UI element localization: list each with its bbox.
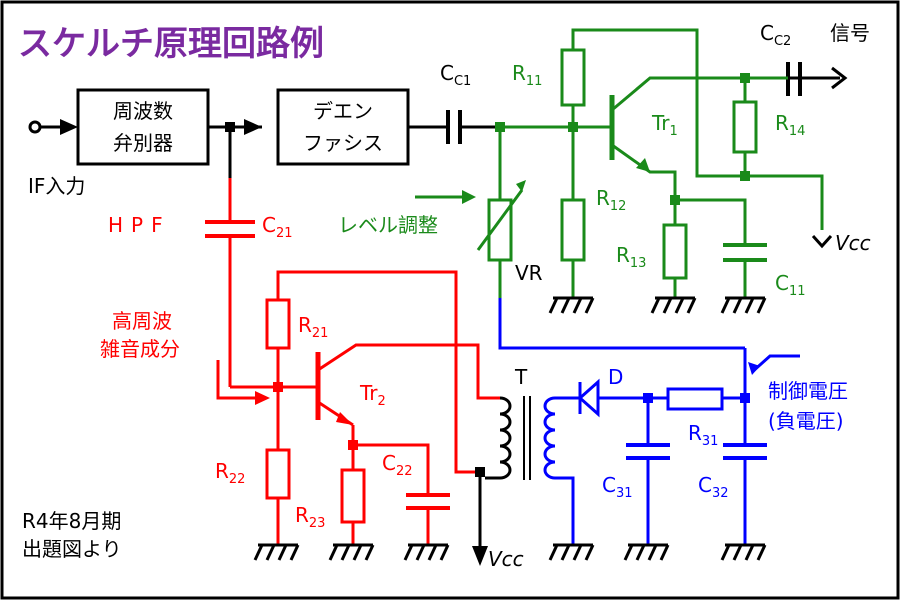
c32-label: C32 bbox=[698, 473, 729, 501]
junction-vcc-node bbox=[475, 467, 485, 477]
green-resistors bbox=[487, 48, 758, 280]
discriminator-block bbox=[76, 88, 210, 166]
diagram-title: スケルチ原理回路例 bbox=[18, 24, 324, 64]
vcc-label-green: Vcc bbox=[835, 231, 871, 255]
deemphasis-label-line1: デエン bbox=[313, 99, 373, 123]
discriminator-label-line1: 周波数 bbox=[113, 99, 173, 123]
r31-label: R31 bbox=[688, 421, 718, 449]
deemphasis-label-line2: ファシス bbox=[303, 131, 383, 155]
signal-path-arrows bbox=[60, 119, 488, 566]
tr1-label: Tr1 bbox=[651, 111, 678, 139]
r31-resistor bbox=[666, 387, 724, 411]
red-resistors bbox=[265, 298, 366, 524]
green-junctions bbox=[495, 73, 750, 205]
tr2-label: Tr2 bbox=[359, 381, 386, 409]
r11-label: R11 bbox=[512, 61, 542, 89]
vcc-green-arrow bbox=[811, 234, 833, 249]
transformer-secondary bbox=[543, 396, 556, 480]
level-adjust-label: レベル調整 bbox=[338, 213, 438, 237]
c22-label: C22 bbox=[382, 451, 413, 479]
r14-label: R14 bbox=[775, 111, 805, 139]
tr2-emitter-arrow bbox=[336, 412, 353, 425]
control-voltage-label-line1: 制御電圧 bbox=[768, 379, 848, 403]
transformer-core bbox=[523, 396, 531, 480]
junction-hpf-tap bbox=[225, 122, 235, 132]
c31-capacitor bbox=[626, 443, 670, 460]
blue-grounds bbox=[548, 543, 767, 561]
c21-label: C21 bbox=[262, 213, 293, 241]
c22-capacitor bbox=[406, 493, 450, 510]
discriminator-label-line2: 弁別器 bbox=[113, 131, 173, 155]
hpf-label: HPF bbox=[108, 213, 171, 237]
c32-capacitor bbox=[723, 443, 767, 460]
source-note-line2: 出題図より bbox=[22, 537, 122, 561]
tr1-emitter-arrow bbox=[636, 158, 650, 172]
if-input-label: IF入力 bbox=[28, 174, 85, 198]
source-note-line1: R4年8月期 bbox=[22, 509, 121, 533]
hf-noise-arrow bbox=[255, 391, 270, 405]
cc2-label: CC2 bbox=[760, 21, 791, 49]
control-voltage-arrow bbox=[748, 362, 760, 375]
signal-output-arrow bbox=[831, 66, 848, 90]
r12-label: R12 bbox=[596, 186, 626, 214]
r13-label: R13 bbox=[616, 243, 646, 271]
hf-noise-label-line1: 高周波 bbox=[112, 309, 172, 333]
deemphasis-block bbox=[276, 88, 410, 166]
vcc-label-red: Vcc bbox=[488, 547, 524, 571]
signal-output-label: 信号 bbox=[830, 21, 870, 45]
red-grounds bbox=[253, 543, 450, 561]
cc1-label: CC1 bbox=[440, 61, 471, 89]
red-junctions bbox=[273, 382, 358, 450]
green-grounds bbox=[548, 296, 767, 314]
c31-label: C31 bbox=[602, 473, 633, 501]
r23-label: R23 bbox=[295, 503, 325, 531]
transformer-label: T bbox=[514, 365, 528, 389]
blue-junctions bbox=[643, 393, 750, 403]
c11-capacitor bbox=[723, 243, 767, 262]
control-voltage-label-line2: (負電圧) bbox=[768, 409, 844, 433]
vr-label: VR bbox=[515, 261, 543, 285]
hf-noise-label-line2: 雑音成分 bbox=[100, 337, 180, 361]
diode-label: D bbox=[608, 365, 623, 389]
r22-label: R22 bbox=[215, 459, 245, 487]
c21-capacitor bbox=[205, 220, 255, 238]
vr-arrow bbox=[516, 180, 526, 192]
level-adjust-arrow bbox=[462, 190, 476, 204]
r21-label: R21 bbox=[298, 313, 328, 341]
transformer-primary bbox=[485, 396, 512, 480]
vr-wiper bbox=[476, 189, 524, 251]
c11-label: C11 bbox=[775, 271, 806, 299]
diode-d bbox=[577, 378, 600, 418]
red-section-wires bbox=[216, 178, 500, 545]
